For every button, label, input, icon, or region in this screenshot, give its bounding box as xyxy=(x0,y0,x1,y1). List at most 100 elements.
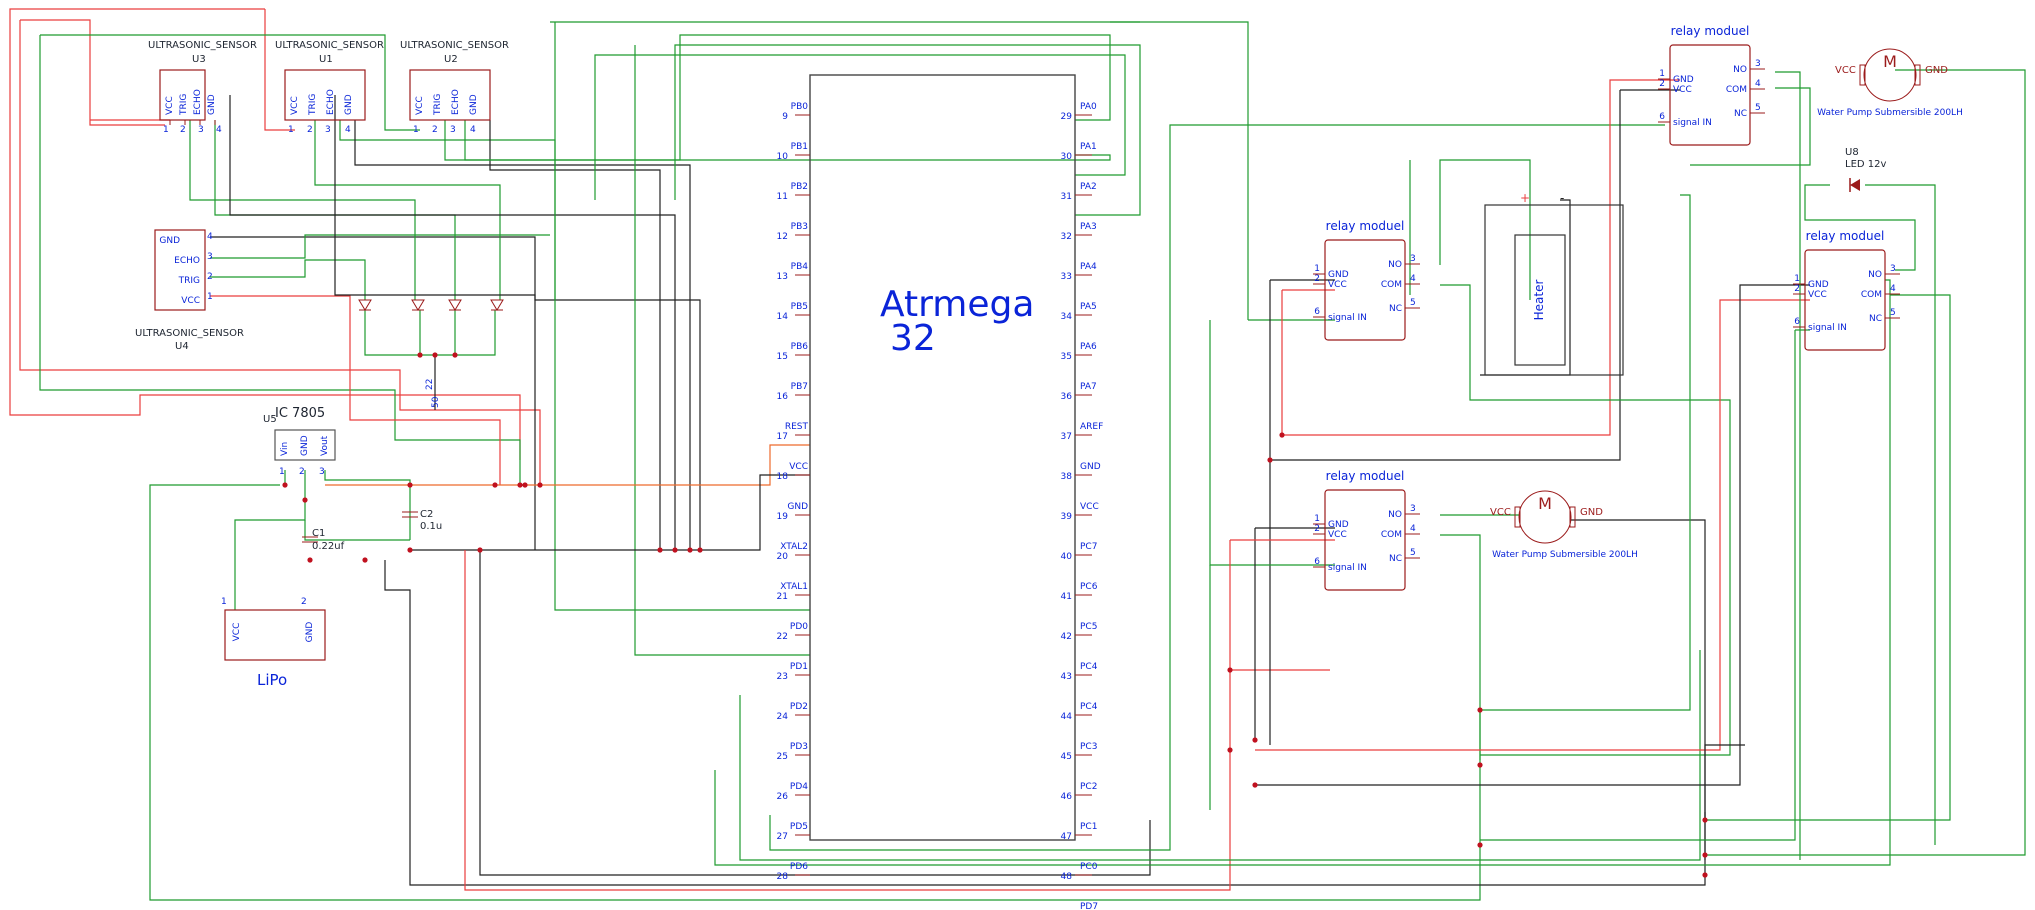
svg-text:GND: GND xyxy=(207,94,217,115)
mcu-pin-name: GND xyxy=(1080,462,1101,472)
mcu-pin-name: PC6 xyxy=(1080,582,1098,592)
mcu-pin-num: 10 xyxy=(777,152,789,162)
mcu-pin-name: GND xyxy=(787,502,808,512)
mcu-pin-num: 27 xyxy=(777,832,788,842)
mcu-pin-name: AREF xyxy=(1080,422,1103,432)
mcu-pin-num: 42 xyxy=(1061,632,1072,642)
svg-text:VCC: VCC xyxy=(415,96,425,115)
relay-pin-label: signal IN xyxy=(1328,563,1367,573)
bus-label: 50 xyxy=(431,396,441,408)
relay-pin-num: 2 xyxy=(1314,274,1320,284)
mcu-pin-name: PB0 xyxy=(791,102,809,112)
relay-pin-num: 5 xyxy=(1410,298,1416,308)
relay-pin-label: NC xyxy=(1389,554,1402,564)
mcu-pin-num: 31 xyxy=(1061,192,1072,202)
relay-pin-label: NO xyxy=(1388,510,1402,520)
svg-text:2: 2 xyxy=(307,125,313,135)
svg-text:1: 1 xyxy=(221,597,227,607)
relay-title: relay moduel xyxy=(1806,229,1885,243)
heater-label: Heater xyxy=(1532,280,1546,321)
mcu-pin-num: 12 xyxy=(777,232,788,242)
relay-pin-label: VCC xyxy=(1808,290,1827,300)
mcu-pin-num: 20 xyxy=(777,552,789,562)
pump-vcc: VCC xyxy=(1835,65,1856,76)
sensor-ref: U3 xyxy=(192,54,206,65)
svg-text:ECHO: ECHO xyxy=(174,256,200,266)
relay-pin-label: COM xyxy=(1861,290,1882,300)
heater: Heater + - xyxy=(1484,191,1624,376)
sensor-title: ULTRASONIC_SENSOR xyxy=(135,328,244,339)
relay-pin-label: NO xyxy=(1868,270,1882,280)
mcu-pin-num: 21 xyxy=(777,592,788,602)
mcu-pin-num: 33 xyxy=(1061,272,1072,282)
pump-1: M VCC GND Water Pump Submersible 200LH xyxy=(1817,48,1963,118)
relay-pin-label: VCC xyxy=(1328,530,1347,540)
mcu-pin-name: PA6 xyxy=(1080,342,1097,352)
relay-pin-label: GND xyxy=(1808,280,1829,290)
motor-symbol: M xyxy=(1538,494,1552,513)
pump-caption: Water Pump Submersible 200LH xyxy=(1492,550,1638,560)
svg-text:VCC: VCC xyxy=(290,96,300,115)
diode-bank: 22 50 xyxy=(358,299,504,408)
relay-body xyxy=(1669,44,1751,146)
sensor-title: ULTRASONIC_SENSOR xyxy=(275,40,384,51)
mcu-pin-name: PB5 xyxy=(791,302,808,312)
mcu-pin-num: 14 xyxy=(777,312,789,322)
mcu-pin-num: 43 xyxy=(1061,672,1072,682)
regulator-name: IC 7805 xyxy=(275,406,325,421)
mcu-pin-num: 48 xyxy=(1061,872,1073,882)
mcu-pin-name: PB2 xyxy=(791,182,808,192)
mcu-pin-name: PB6 xyxy=(791,342,809,352)
mcu-pin-num: 16 xyxy=(777,392,789,402)
mcu-pin-num: 29 xyxy=(1061,112,1073,122)
mcu-pin-name: PD1 xyxy=(790,662,808,672)
mcu-pin-name: PD2 xyxy=(790,702,808,712)
mcu-pin-name: PD3 xyxy=(790,742,808,752)
sensor-u3: ULTRASONIC_SENSOR U3 VCC TRIG ECHO GND 1… xyxy=(148,40,257,135)
mcu-pin-num: 35 xyxy=(1061,352,1072,362)
relay-pin-num: 2 xyxy=(1314,524,1320,534)
relay-pin-label: COM xyxy=(1381,530,1402,540)
svg-text:2: 2 xyxy=(432,125,438,135)
mcu-pin-num: 17 xyxy=(777,432,788,442)
relay-title: relay moduel xyxy=(1326,469,1405,483)
capacitor-c2: C2 0.1u xyxy=(402,509,442,532)
mcu-pin-num: 46 xyxy=(1061,792,1073,802)
mcu-pin-num: 28 xyxy=(777,872,789,882)
diode xyxy=(358,299,372,311)
relay-pin-label: NC xyxy=(1389,304,1402,314)
cap-value: 0.1u xyxy=(420,521,442,532)
mcu-pin-num: 34 xyxy=(1061,312,1073,322)
relay-body xyxy=(1324,239,1406,341)
relay-pin-num: 1 xyxy=(1659,69,1665,79)
wires xyxy=(9,8,2026,901)
junction-dots xyxy=(282,352,1708,878)
capacitor-c1: C1 0.22uf xyxy=(302,528,345,552)
svg-text:Vout: Vout xyxy=(320,435,330,456)
mcu-pin-name: PC4 xyxy=(1080,662,1098,672)
mcu-pin-name: PB1 xyxy=(791,142,808,152)
mcu-pin-name: PA0 xyxy=(1080,102,1097,112)
mcu-pin-name: PC3 xyxy=(1080,742,1097,752)
svg-text:TRIG: TRIG xyxy=(308,94,318,116)
svg-text:1: 1 xyxy=(288,125,294,135)
svg-text:GND: GND xyxy=(159,236,180,246)
mcu-pin-name: PC4 xyxy=(1080,702,1098,712)
mcu-pin-name: PA2 xyxy=(1080,182,1097,192)
svg-text:4: 4 xyxy=(470,125,476,135)
cap-value: 0.22uf xyxy=(312,541,345,552)
relay-pin-label: signal IN xyxy=(1328,313,1367,323)
mcu-pin-name: PA5 xyxy=(1080,302,1097,312)
mcu-pin-num: 22 xyxy=(777,632,788,642)
mcu-pin-name: PD6 xyxy=(790,862,808,872)
svg-text:GND: GND xyxy=(469,94,479,115)
mcu-pin-name: PD7 xyxy=(1080,902,1098,910)
led-u8: U8 LED 12v xyxy=(1845,147,1886,192)
mcu-pin-name: REST xyxy=(785,422,809,432)
cap-ref: C2 xyxy=(420,509,433,520)
mcu-pin-num: 38 xyxy=(1061,472,1073,482)
relay-pin-label: GND xyxy=(1328,520,1349,530)
mcu-pin-name: XTAL2 xyxy=(780,542,808,552)
